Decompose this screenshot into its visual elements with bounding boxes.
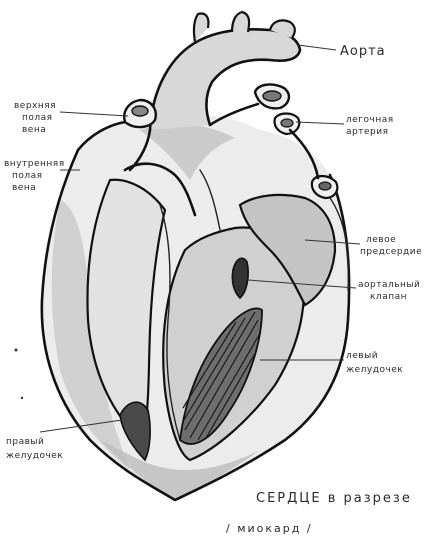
label-aortic-valve: аортальный клапан [358, 280, 424, 302]
superior-vena-cava-opening [132, 106, 148, 116]
aorta-branch-2 [232, 12, 249, 32]
label-inferior-vena-cava: внутренняя полая вена [4, 159, 68, 193]
pulmonary-vein-opening [319, 182, 331, 190]
label-pulmonary-artery: легочная артерия [346, 115, 397, 137]
label-superior-vena-cava: верхняя полая вена [14, 101, 59, 135]
label-left-ventricle: левый желудочек [346, 351, 403, 375]
caption-subtitle: / миокард / [226, 522, 313, 535]
ink-speck [15, 349, 18, 352]
caption: СЕРДЦЕ в разрезе / миокард / [226, 491, 412, 535]
label-right-ventricle: правый желудочек [6, 437, 63, 461]
leader-superior-vena-cava [60, 112, 128, 116]
pulmonary-artery-opening [263, 91, 281, 101]
leader-aorta [298, 45, 336, 50]
ink-speck [21, 397, 23, 399]
label-left-atrium: левое предсердие [360, 235, 422, 257]
label-aorta: Аорта [340, 44, 386, 59]
caption-title: СЕРДЦЕ в разрезе [256, 491, 412, 506]
pulmonary-branch-opening [281, 119, 293, 127]
leader-pulmonary-artery [296, 122, 344, 124]
heart-illustration [15, 12, 350, 500]
